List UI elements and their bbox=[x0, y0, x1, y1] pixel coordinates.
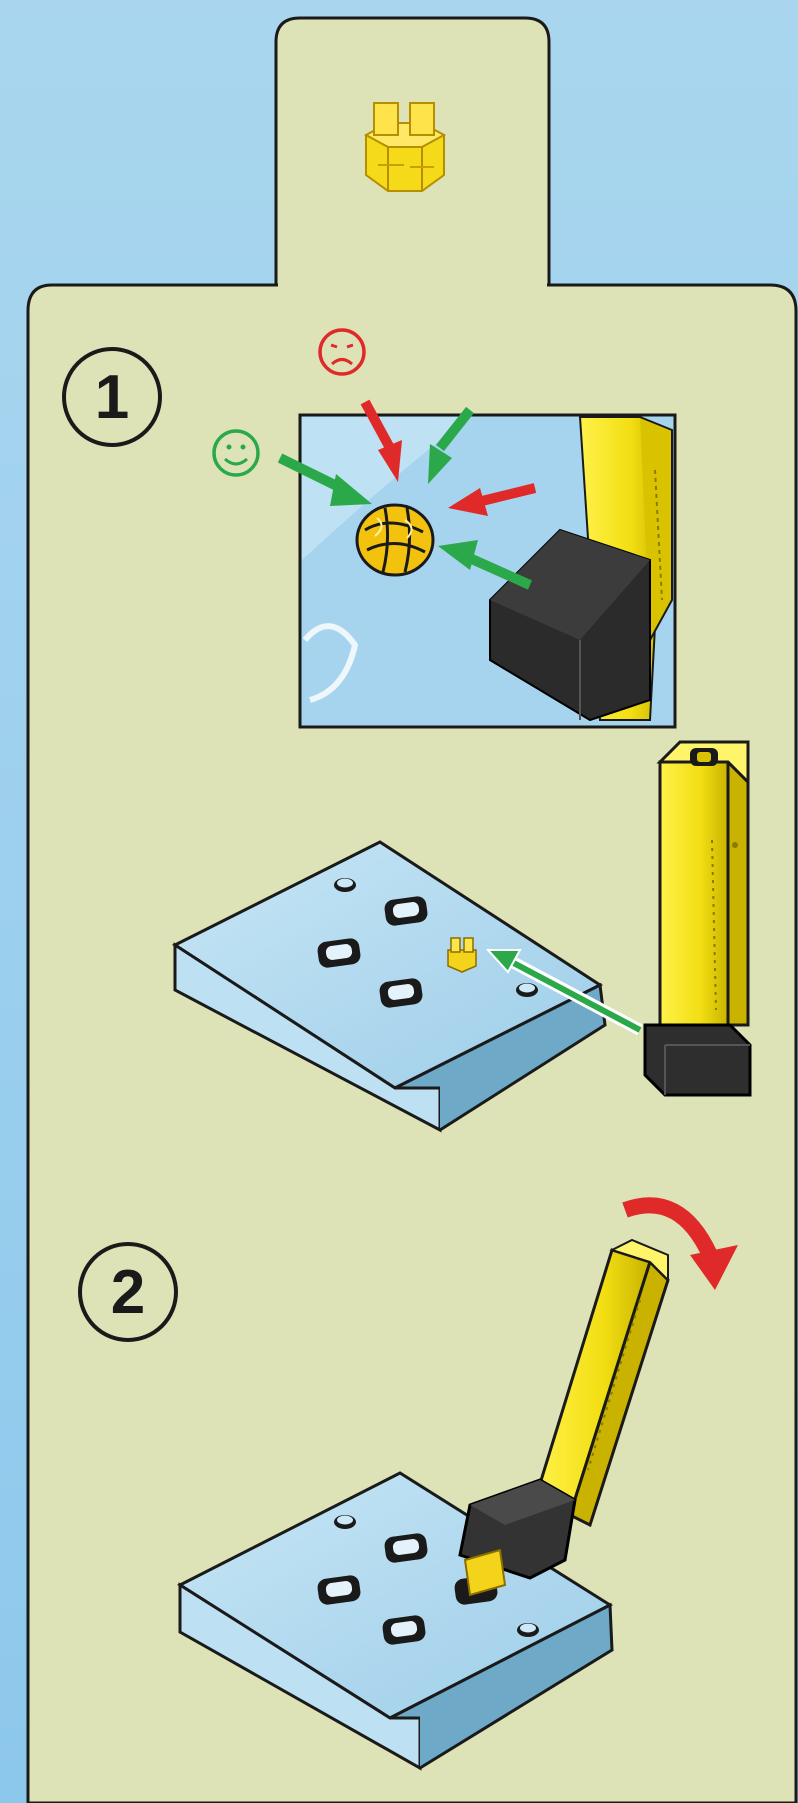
detail-inset bbox=[280, 402, 675, 727]
step1-tool bbox=[645, 742, 750, 1095]
step-2-number: 2 bbox=[78, 1242, 178, 1342]
inset-part bbox=[357, 505, 433, 575]
step-1-number: 1 bbox=[62, 347, 162, 447]
